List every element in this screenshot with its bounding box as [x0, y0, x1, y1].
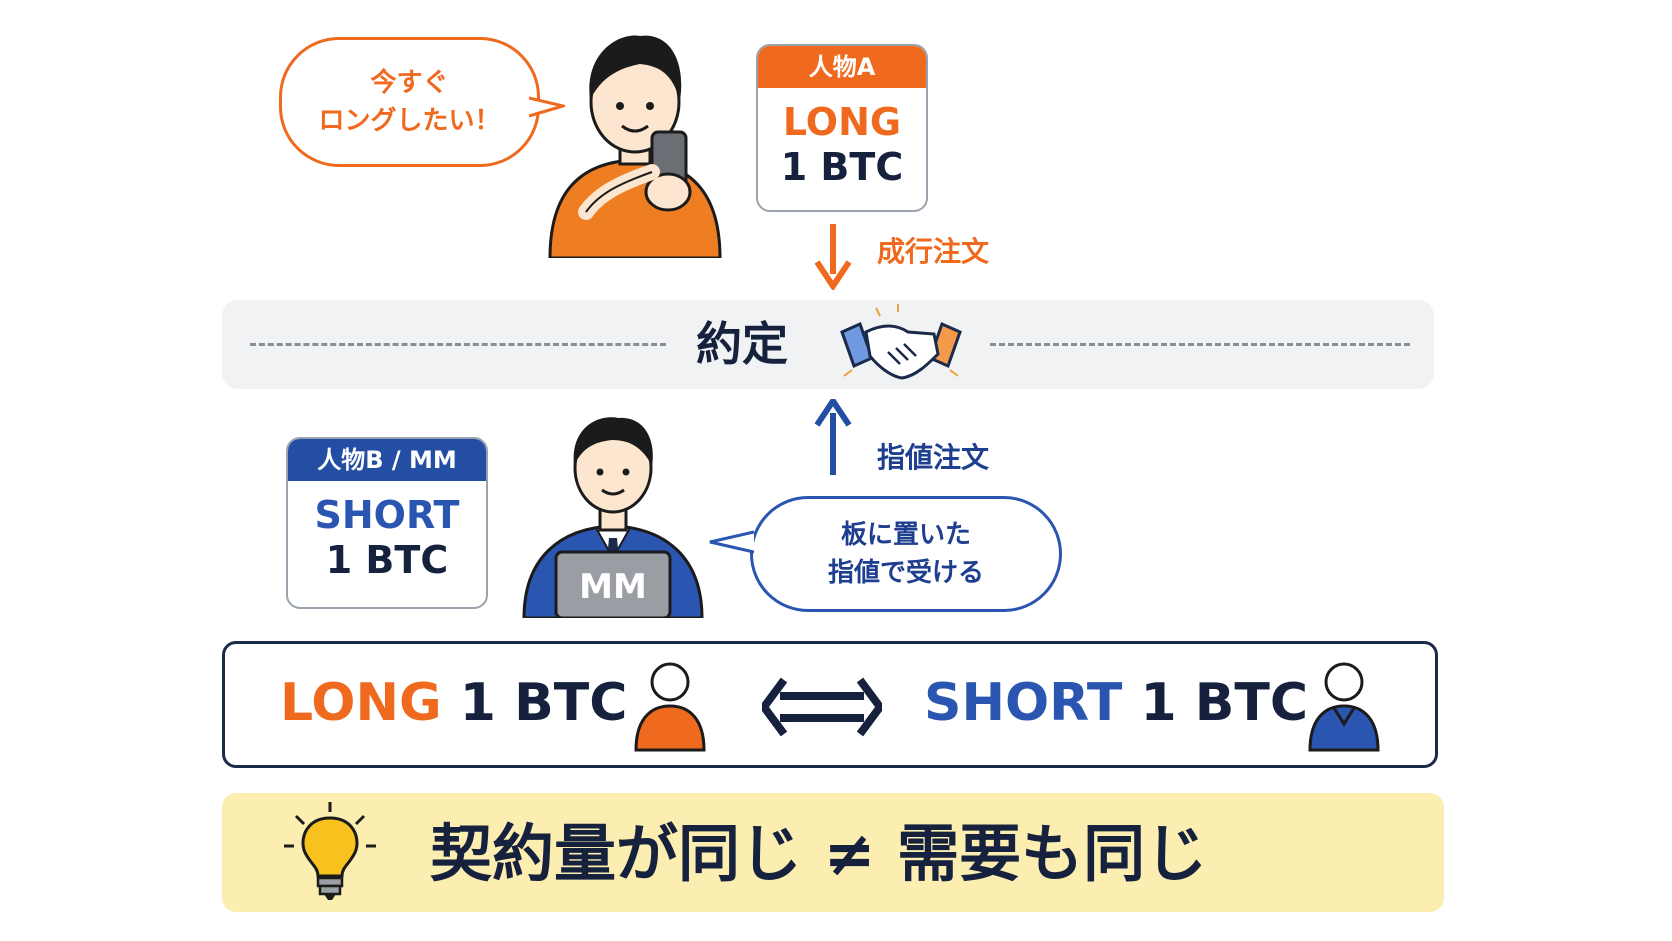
conclusion-text: 契約量が同じ ≠ 需要も同じ — [430, 817, 1208, 890]
summary-short-side: SHORT — [924, 673, 1123, 733]
summary-long: LONG 1 BTC — [280, 672, 627, 734]
summary-short: SHORT 1 BTC — [924, 672, 1308, 734]
dashed-divider-left — [250, 343, 666, 346]
card-a-quantity: 1 BTC — [780, 145, 904, 189]
conclusion-banner — [222, 793, 1444, 912]
lightbulb-icon — [284, 802, 376, 900]
card-a-side: LONG — [782, 100, 902, 144]
limit-order-label: 指値注文 — [877, 441, 990, 474]
settlement-label: 約定 — [696, 317, 788, 371]
limit-order-arrow-icon — [814, 399, 852, 475]
summary-short-qty: 1 BTC — [1140, 673, 1309, 733]
card-b-side: SHORT — [314, 493, 460, 537]
bubble-b-line-1: 板に置いた — [840, 520, 971, 550]
bubble-a-line-2: ロングしたい！ — [318, 106, 501, 136]
summary-long-qty: 1 BTC — [459, 673, 628, 733]
person-a-illustration — [548, 35, 722, 258]
bubble-b-line-2: 指値で受ける — [827, 558, 984, 588]
laptop-label: MM — [579, 567, 647, 607]
summary-long-side: LONG — [280, 673, 442, 733]
handshake-icon — [840, 304, 962, 380]
card-b-header: 人物B / MM — [288, 439, 486, 481]
person-a-position-card: 人物A LONG 1 BTC — [756, 44, 928, 212]
long-user-icon — [634, 662, 706, 752]
double-arrow-icon — [762, 677, 882, 737]
market-order-label: 成行注文 — [877, 235, 990, 268]
market-order-arrow-icon — [814, 224, 852, 290]
person-a-speech-bubble: 今すぐ ロングしたい！ — [279, 37, 540, 167]
person-b-speech-bubble: 板に置いた 指値で受ける — [750, 496, 1062, 612]
position-summary-box — [222, 641, 1438, 768]
person-b-illustration — [522, 417, 704, 618]
bubble-a-line-1: 今すぐ — [370, 68, 449, 98]
bubble-b-tail — [709, 530, 754, 554]
short-user-icon — [1308, 662, 1380, 752]
person-b-position-card: 人物B / MM SHORT 1 BTC — [286, 437, 488, 609]
dashed-divider-right — [990, 343, 1410, 346]
card-b-quantity: 1 BTC — [325, 538, 449, 582]
bubble-a-tail — [529, 96, 565, 118]
card-a-header: 人物A — [758, 46, 926, 88]
